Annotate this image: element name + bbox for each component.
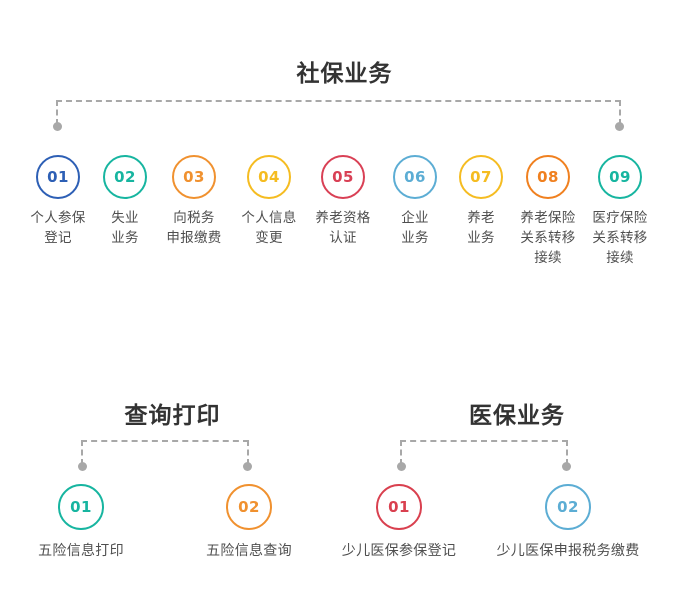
step-number: 06	[404, 168, 426, 186]
bracket-end-dot-right	[243, 462, 252, 471]
step-number: 01	[70, 498, 92, 516]
step-circle-02[interactable]: 02	[103, 155, 147, 199]
step-label: 失业 业务	[111, 210, 139, 245]
step-item-shebao-01[interactable]: 01 个人参保 登记	[26, 155, 90, 248]
step-item-shebao-05[interactable]: 05 养老资格 认证	[307, 155, 379, 248]
section-title-yibao: 医保业务	[469, 402, 565, 428]
bracket-end-dot-left	[78, 462, 87, 471]
step-item-shebao-08[interactable]: 08 养老保险 关系转移 接续	[512, 155, 584, 268]
bracket-end-dot-left	[397, 462, 406, 471]
bracket-end-dot-right	[615, 122, 624, 131]
step-circle-08[interactable]: 08	[526, 155, 570, 199]
step-number: 05	[332, 168, 354, 186]
step-number: 09	[609, 168, 631, 186]
step-number: 08	[537, 168, 559, 186]
step-circle-03[interactable]: 03	[172, 155, 216, 199]
step-label: 少儿医保申报税务缴费	[496, 542, 640, 558]
step-label: 养老保险 关系转移 接续	[520, 210, 576, 265]
step-number: 01	[47, 168, 69, 186]
step-number: 02	[238, 498, 260, 516]
step-number: 03	[183, 168, 205, 186]
step-number: 02	[114, 168, 136, 186]
dashed-bracket-yibao	[397, 440, 571, 471]
step-number: 02	[557, 498, 579, 516]
step-item-shebao-03[interactable]: 03 向税务 申报缴费	[158, 155, 230, 248]
step-circle-07[interactable]: 07	[459, 155, 503, 199]
step-circle-02[interactable]: 02	[545, 484, 591, 530]
bracket-end-dot-left	[53, 122, 62, 131]
step-circle-01[interactable]: 01	[58, 484, 104, 530]
step-circle-06[interactable]: 06	[393, 155, 437, 199]
step-label: 养老资格 认证	[315, 210, 371, 245]
step-circle-01[interactable]: 01	[376, 484, 422, 530]
step-item-yibao-02[interactable]: 02 少儿医保申报税务缴费	[478, 484, 658, 560]
dashed-bracket-shebao	[53, 100, 624, 131]
step-label: 医疗保险 关系转移 接续	[592, 210, 648, 265]
step-item-shebao-02[interactable]: 02 失业 业务	[95, 155, 155, 248]
section-title-shebao: 社保业务	[296, 60, 393, 86]
step-item-shebao-06[interactable]: 06 企业 业务	[385, 155, 445, 248]
section-title-chaxun: 查询打印	[124, 402, 221, 428]
step-item-shebao-07[interactable]: 07 养老 业务	[451, 155, 511, 248]
step-circle-05[interactable]: 05	[321, 155, 365, 199]
step-circle-02[interactable]: 02	[226, 484, 272, 530]
step-item-yibao-01[interactable]: 01 少儿医保参保登记	[319, 484, 479, 560]
step-label: 少儿医保参保登记	[341, 542, 457, 558]
step-number: 07	[470, 168, 492, 186]
step-label: 五险信息查询	[206, 542, 292, 558]
step-item-shebao-09[interactable]: 09 医疗保险 关系转移 接续	[584, 155, 656, 268]
step-item-shebao-04[interactable]: 04 个人信息 变更	[235, 155, 303, 248]
step-label: 企业 业务	[401, 210, 429, 245]
step-circle-09[interactable]: 09	[598, 155, 642, 199]
step-item-chaxun-01[interactable]: 01 五险信息打印	[1, 484, 161, 560]
step-number: 01	[388, 498, 410, 516]
dashed-bracket-chaxun	[78, 440, 252, 471]
step-item-chaxun-02[interactable]: 02 五险信息查询	[169, 484, 329, 560]
bracket-end-dot-right	[562, 462, 571, 471]
step-label: 个人参保 登记	[30, 210, 86, 245]
step-label: 养老 业务	[467, 210, 495, 245]
step-number: 04	[258, 168, 280, 186]
step-circle-04[interactable]: 04	[247, 155, 291, 199]
step-circle-01[interactable]: 01	[36, 155, 80, 199]
step-label: 五险信息打印	[38, 542, 124, 558]
step-label: 个人信息 变更	[241, 210, 297, 245]
step-label: 向税务 申报缴费	[166, 210, 222, 245]
